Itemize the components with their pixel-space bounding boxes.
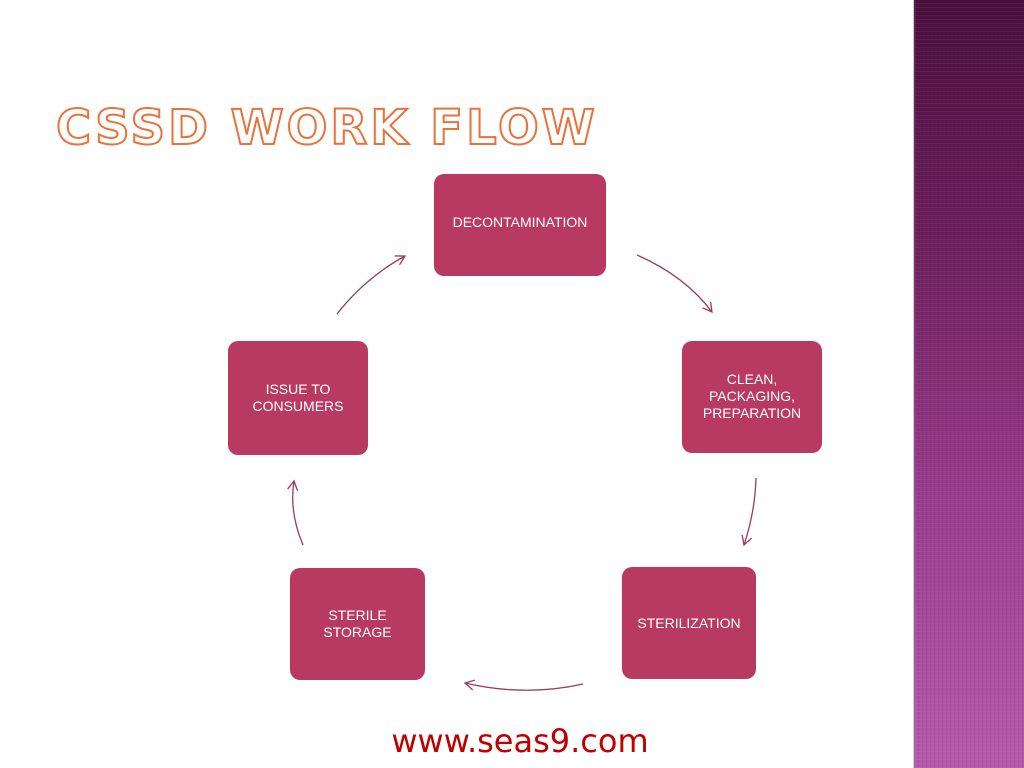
node-label-line: ISSUE TO <box>265 381 331 397</box>
workflow-node-clean-packaging-preparation: CLEAN, PACKAGING, PREPARATION <box>682 341 822 453</box>
node-label-line: PREPARATION <box>702 404 802 421</box>
slide-title: CSSD WORK FLOW <box>55 100 598 156</box>
node-label-line: CONSUMERS <box>252 397 344 414</box>
workflow-node-decontamination: DECONTAMINATION <box>434 174 606 276</box>
arrow-decontamination-to-clean <box>636 254 713 314</box>
node-label-line: STORAGE <box>323 624 392 640</box>
arrow-clean-to-sterilization <box>741 477 757 547</box>
node-label-line: CLEAN, <box>726 371 778 387</box>
workflow-node-sterilization: STERILIZATION <box>622 567 756 679</box>
node-label-line: STERILE <box>328 607 387 624</box>
decorative-side-panel <box>913 0 1024 768</box>
arrow-storage-to-issue <box>287 479 304 546</box>
arrow-sterilization-to-storage <box>463 679 584 691</box>
node-label-line: DECONTAMINATION <box>452 214 588 230</box>
node-label-line: STERILIZATION <box>637 614 741 631</box>
node-label-line: PACKAGING, <box>708 387 796 404</box>
website-url: www.seas9.com <box>391 722 649 760</box>
workflow-node-sterile-storage: STERILE STORAGE <box>290 568 425 680</box>
workflow-node-issue-to-consumers: ISSUE TO CONSUMERS <box>228 341 368 455</box>
arrow-issue-to-decontamination <box>336 255 407 315</box>
